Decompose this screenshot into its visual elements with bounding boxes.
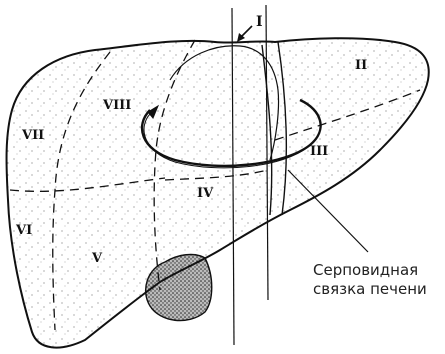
rotation-arrow: [140, 98, 322, 169]
segment-label-vi: VI: [15, 223, 32, 238]
segment-label-iv: IV: [197, 186, 214, 201]
callout-leader-line: [287, 169, 369, 253]
segment-label-ii: II: [355, 58, 367, 73]
segment-boundaries: [9, 39, 421, 331]
segment-label-iii: III: [310, 144, 328, 159]
segment-label-i: I: [256, 14, 263, 30]
callout-label-line1: Серповидная: [313, 261, 418, 279]
callout-label-line2: связка печени: [313, 280, 427, 298]
liver-outline: [5, 37, 430, 349]
segment-label-v: V: [91, 251, 103, 266]
segment-label-viii: VIII: [102, 98, 131, 113]
segment-i-pointer-arrow: [237, 25, 253, 42]
falciform-ligament: [261, 41, 288, 216]
segment-label-vii: VII: [21, 128, 44, 143]
